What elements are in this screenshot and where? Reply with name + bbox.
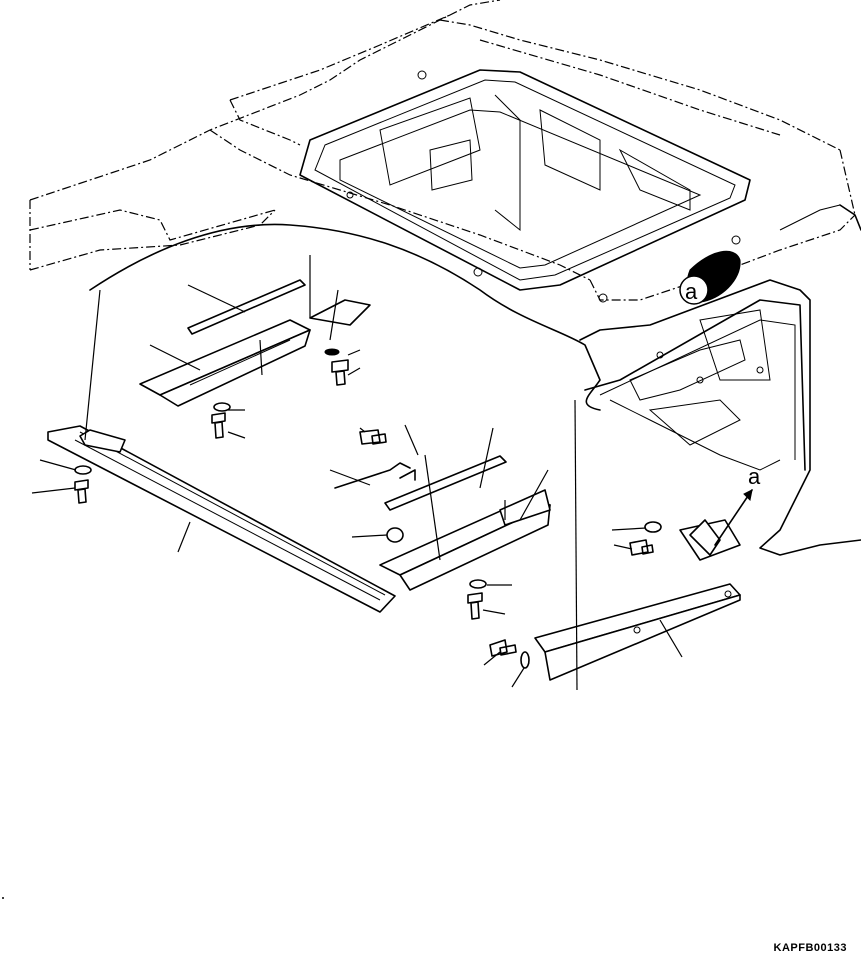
washer [644, 521, 662, 533]
bolt [359, 429, 387, 445]
washer [213, 402, 231, 412]
bolt [629, 539, 654, 556]
washer [520, 651, 530, 669]
cutaway-break-line [89, 223, 601, 411]
bolt [331, 359, 349, 386]
central-opening [299, 69, 751, 303]
nut [386, 527, 404, 543]
long-trim-strip [47, 425, 396, 613]
bolt [74, 479, 89, 504]
right-bracket [534, 519, 741, 681]
upper-seal-strip [187, 279, 306, 335]
washer [324, 348, 340, 356]
leader-lines [31, 255, 753, 691]
bolt [211, 412, 226, 439]
detail-label-a-upper: a [685, 279, 698, 304]
middle-bracket [379, 489, 551, 591]
detail-label-a-lower: a [748, 464, 761, 489]
washer [469, 579, 487, 589]
detail-marker-blob [679, 250, 741, 305]
bolts-and-washers [74, 348, 662, 669]
bolt [489, 639, 517, 657]
bolt [467, 592, 483, 620]
middle-seal-strip [384, 455, 507, 511]
drawing-code: KAPFB00133 [773, 942, 847, 954]
right-side-panel [579, 204, 861, 556]
latch-rod [334, 462, 416, 489]
clip [309, 299, 371, 326]
upper-bracket [139, 319, 311, 407]
washer [74, 465, 92, 475]
